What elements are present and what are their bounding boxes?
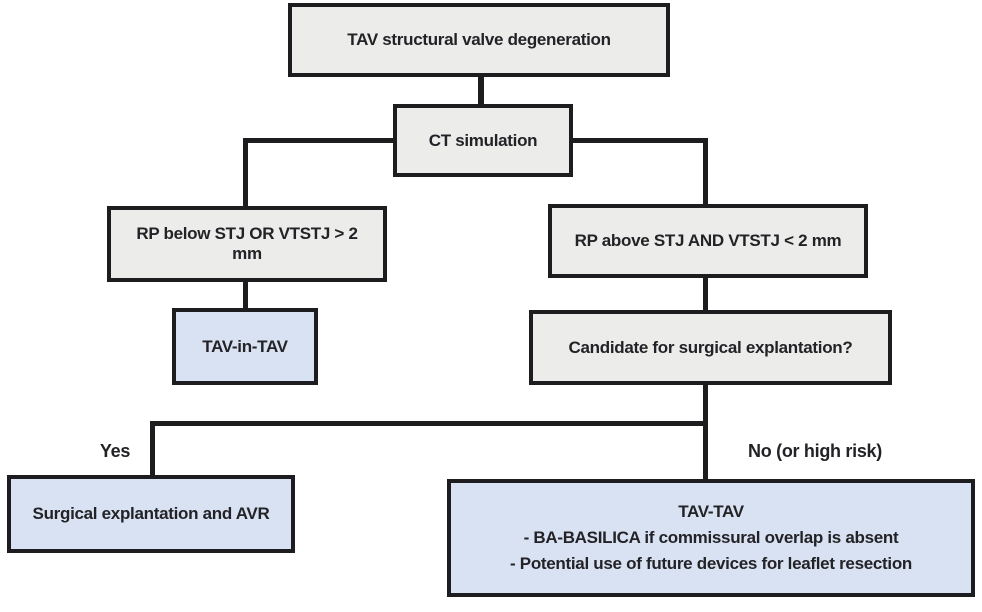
tav-tav-bullet-basilica: - BA-BASILICA if commissural overlap is … [523,528,899,547]
tav-tav-title: TAV-TAV [678,502,744,521]
edge-label-no: No (or high risk) [748,441,882,461]
node-tav-structural-valve-degeneration: TAV structural valve degeneration [288,3,670,77]
node-rp-above-stj: RP above STJ AND VTSTJ < 2 mm [548,204,868,278]
connector-rightcond-to-candidate [703,276,708,312]
connector-candidate-down [703,383,708,426]
connector-split-horizontal [150,421,708,426]
connector-ct-left-horizontal [243,138,395,143]
connector-no-vertical [703,421,708,481]
connector-ct-left-vertical [243,138,248,208]
tav-tav-bullet-future-devices: - Potential use of future devices for le… [510,554,912,573]
connector-root-to-ct [478,75,484,107]
edge-label-yes: Yes [99,441,131,461]
node-tav-in-tav: TAV-in-TAV [172,308,318,385]
node-ct-simulation: CT simulation [393,104,573,177]
connector-leftcond-to-tavintav [243,280,248,310]
node-candidate-surgical-explantation: Candidate for surgical explantation? [529,310,892,385]
connector-ct-right-horizontal [571,138,708,143]
node-rp-below-stj: RP below STJ OR VTSTJ > 2 mm [107,206,387,282]
node-tav-tav: TAV-TAV - BA-BASILICA if commissural ove… [447,479,975,597]
connector-ct-right-vertical [703,138,708,206]
node-surgical-explantation-avr: Surgical explantation and AVR [7,475,295,553]
connector-yes-vertical [150,421,155,478]
